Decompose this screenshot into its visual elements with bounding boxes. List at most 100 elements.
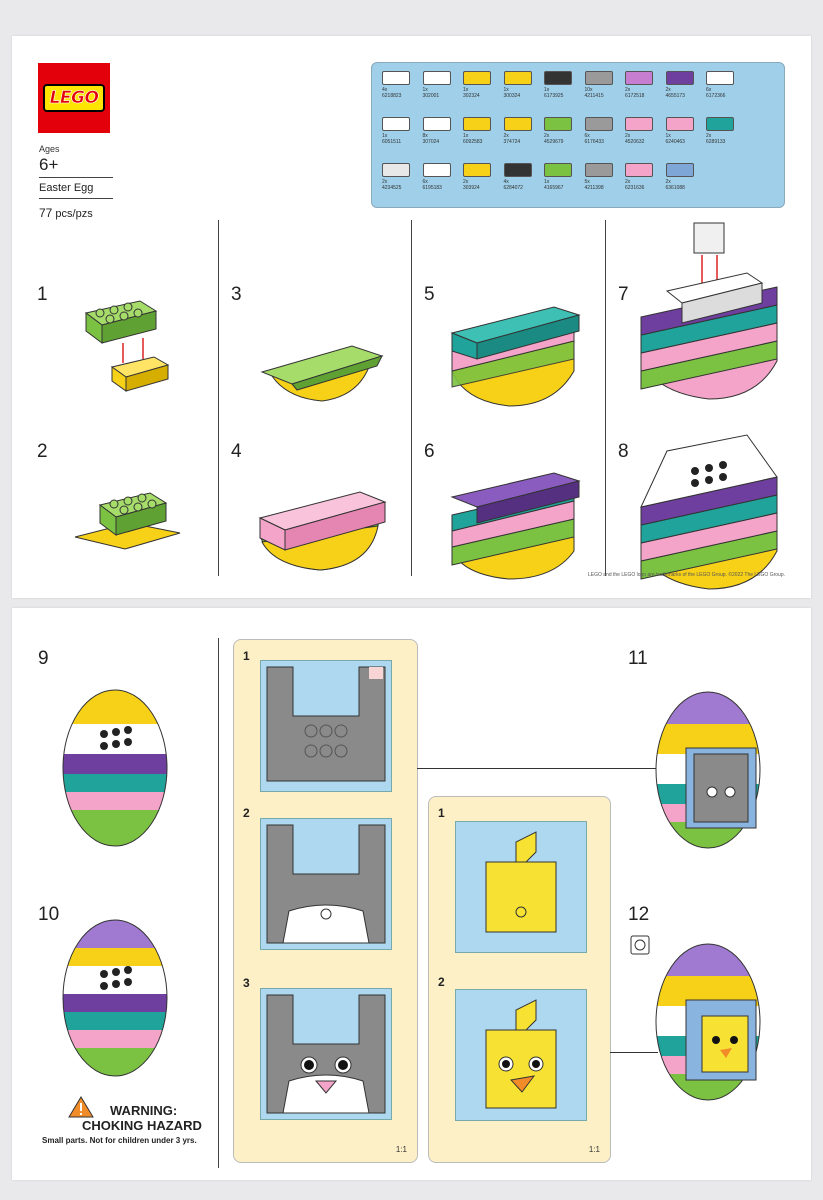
part-id: 300324 (503, 93, 521, 99)
part-id: 302324 (463, 93, 480, 99)
part-quantity: 2x (625, 133, 631, 139)
part-quantity: 8x (422, 133, 428, 139)
part-id: 4211398 (584, 185, 604, 191)
step-3-illustration (260, 345, 384, 402)
part-brick-icon (665, 71, 694, 85)
step-number: 3 (231, 284, 242, 305)
part-quantity: 10x (584, 87, 593, 93)
step-number: 8 (618, 441, 629, 462)
bunny-plate-3 (260, 988, 392, 1120)
arrow-to-step-11 (417, 768, 657, 769)
part-quantity: 2x (463, 179, 469, 185)
column-divider (605, 220, 606, 576)
sub-step-number: 2 (438, 975, 445, 989)
part-quantity: 2x (665, 179, 671, 185)
scale-label: 1:1 (588, 1145, 600, 1154)
part-id: 6240463 (665, 139, 685, 145)
step-number: 6 (424, 441, 435, 462)
part-id: 307024 (422, 139, 440, 145)
chick-subassembly-panel: 1 2 1:1 (428, 796, 611, 1163)
step-number: 10 (38, 904, 60, 925)
part-id: 6092583 (463, 139, 483, 145)
part-brick-icon (503, 163, 532, 177)
part-quantity: 2x (382, 179, 388, 185)
part-brick-icon (584, 117, 613, 131)
part-id: 4520632 (625, 139, 645, 145)
part-id: 6172366 (706, 93, 726, 99)
part-id: 4234525 (382, 185, 402, 191)
sub-step-number: 1 (243, 649, 250, 663)
part-quantity: 1x (544, 179, 550, 185)
part-brick-icon (463, 163, 491, 177)
step-1-illustration (84, 300, 170, 392)
chick-plate-1 (455, 821, 587, 953)
step-2-illustration (74, 492, 181, 550)
chick-plate-2 (455, 989, 587, 1121)
bunny-plate-1 (260, 660, 392, 792)
lego-logo: LEGO (38, 63, 110, 133)
step-8-illustration (640, 434, 778, 590)
part-brick-icon (382, 71, 410, 85)
warning-subtitle: Small parts. Not for children under 3 yr… (42, 1136, 197, 1145)
column-divider (218, 638, 219, 1168)
part-brick-icon (706, 71, 734, 85)
part-id: 6218823 (382, 93, 402, 99)
step-6-illustration (450, 472, 581, 580)
part-brick-icon (544, 163, 572, 177)
step-4-illustration (258, 491, 387, 571)
part-quantity: 1x (422, 87, 428, 93)
part-id: 303924 (463, 185, 480, 191)
pieces-count: 77 pcs/pzs (39, 206, 93, 220)
step-number: 4 (231, 441, 242, 462)
part-brick-icon (422, 71, 451, 85)
part-brick-icon (503, 71, 532, 85)
step-5-illustration (450, 306, 581, 407)
part-id: 6195183 (422, 185, 442, 191)
sub-step-number: 2 (243, 806, 250, 820)
part-brick-icon (463, 71, 491, 85)
part-quantity: 2x (503, 133, 509, 139)
part-brick-icon (382, 163, 410, 177)
divider (39, 177, 113, 178)
arrow-to-step-12 (610, 1052, 658, 1053)
part-brick-icon (625, 163, 653, 177)
part-quantity: 2x (665, 87, 671, 93)
part-quantity: 1x (503, 87, 509, 93)
part-quantity: 1x (544, 87, 550, 93)
part-quantity: 2x (544, 133, 550, 139)
part-quantity: 5x (584, 179, 590, 185)
part-quantity: 1x (463, 87, 469, 93)
part-id: 6176433 (584, 139, 604, 145)
sub-step-number: 1 (438, 806, 445, 820)
bunny-subassembly-panel: 1 2 3 1:1 (233, 639, 418, 1163)
warning-title-line-1: WARNING: (110, 1103, 178, 1118)
part-quantity: 6x (584, 133, 590, 139)
part-quantity: 1x (463, 133, 469, 139)
part-brick-icon (503, 117, 532, 131)
instruction-page-2: 9 10 11 12 1 2 (12, 608, 811, 1180)
step-number: 5 (424, 284, 435, 305)
part-id: 4655173 (665, 93, 685, 99)
part-brick-icon (544, 117, 572, 131)
part-id: 6289133 (706, 139, 726, 145)
step-number: 11 (628, 648, 648, 669)
part-brick-icon (584, 71, 613, 85)
